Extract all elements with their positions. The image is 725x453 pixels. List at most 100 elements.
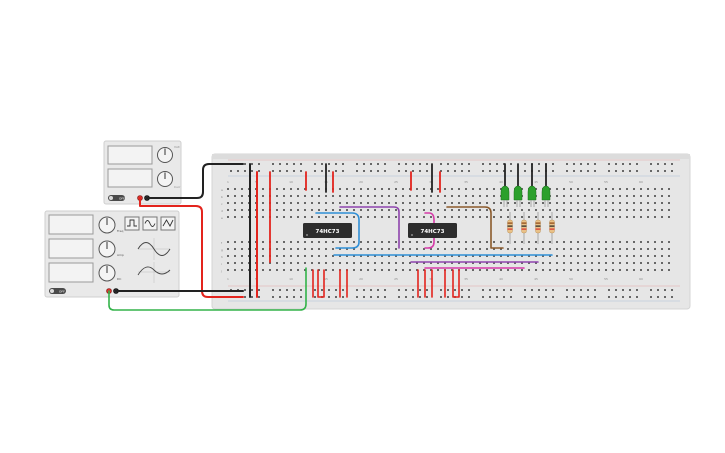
breadboard-hole[interactable] [346,202,348,204]
breadboard-hole[interactable] [276,216,278,218]
breadboard-hole[interactable] [279,289,281,291]
breadboard-hole[interactable] [587,296,589,298]
breadboard-hole[interactable] [234,216,236,218]
breadboard-hole[interactable] [647,241,649,243]
breadboard-hole[interactable] [668,202,670,204]
breadboard-hole[interactable] [612,216,614,218]
breadboard-hole[interactable] [524,163,526,165]
breadboard-hole[interactable] [493,202,495,204]
breadboard-hole[interactable] [605,188,607,190]
breadboard-hole[interactable] [587,163,589,165]
breadboard-hole[interactable] [521,241,523,243]
breadboard-hole[interactable] [458,248,460,250]
breadboard-hole[interactable] [353,188,355,190]
breadboard-hole[interactable] [262,255,264,257]
breadboard-hole[interactable] [328,163,330,165]
breadboard-hole[interactable] [542,241,544,243]
breadboard-hole[interactable] [353,195,355,197]
breadboard-hole[interactable] [629,296,631,298]
breadboard-hole[interactable] [489,163,491,165]
breadboard-hole[interactable] [489,170,491,172]
breadboard-hole[interactable] [570,202,572,204]
breadboard-hole[interactable] [503,163,505,165]
breadboard-hole[interactable] [311,216,313,218]
breadboard-hole[interactable] [398,296,400,298]
breadboard-hole[interactable] [472,262,474,264]
breadboard-hole[interactable] [647,216,649,218]
breadboard-hole[interactable] [360,248,362,250]
breadboard-hole[interactable] [668,262,670,264]
breadboard-hole[interactable] [304,241,306,243]
breadboard-hole[interactable] [283,195,285,197]
breadboard-hole[interactable] [360,188,362,190]
breadboard-hole[interactable] [507,248,509,250]
breadboard-hole[interactable] [458,216,460,218]
breadboard-hole[interactable] [514,248,516,250]
breadboard-hole[interactable] [440,289,442,291]
breadboard-hole[interactable] [472,255,474,257]
breadboard-hole[interactable] [510,289,512,291]
breadboard-hole[interactable] [367,269,369,271]
breadboard-hole[interactable] [566,289,568,291]
breadboard-hole[interactable] [664,296,666,298]
breadboard-hole[interactable] [227,269,229,271]
breadboard-hole[interactable] [423,188,425,190]
breadboard-hole[interactable] [556,216,558,218]
breadboard-hole[interactable] [283,209,285,211]
breadboard-hole[interactable] [374,209,376,211]
breadboard-hole[interactable] [388,241,390,243]
breadboard-hole[interactable] [531,296,533,298]
breadboard-hole[interactable] [629,163,631,165]
breadboard-hole[interactable] [584,262,586,264]
breadboard-hole[interactable] [535,188,537,190]
breadboard-hole[interactable] [461,289,463,291]
breadboard-hole[interactable] [612,262,614,264]
breadboard-hole[interactable] [328,170,330,172]
breadboard-hole[interactable] [598,262,600,264]
breadboard-hole[interactable] [276,195,278,197]
breadboard-hole[interactable] [654,255,656,257]
breadboard-hole[interactable] [479,202,481,204]
breadboard-hole[interactable] [227,202,229,204]
breadboard-hole[interactable] [545,289,547,291]
breadboard-hole[interactable] [276,255,278,257]
breadboard-hole[interactable] [269,262,271,264]
breadboard-hole[interactable] [556,188,558,190]
breadboard-hole[interactable] [615,296,617,298]
breadboard-hole[interactable] [605,262,607,264]
breadboard-hole[interactable] [626,241,628,243]
breadboard-hole[interactable] [297,248,299,250]
breadboard-hole[interactable] [381,188,383,190]
breadboard-hole[interactable] [521,202,523,204]
breadboard-hole[interactable] [437,202,439,204]
breadboard-hole[interactable] [619,241,621,243]
breadboard-hole[interactable] [311,209,313,211]
breadboard-hole[interactable] [346,209,348,211]
breadboard-hole[interactable] [241,255,243,257]
breadboard-hole[interactable] [640,188,642,190]
breadboard-hole[interactable] [402,269,404,271]
breadboard-hole[interactable] [318,216,320,218]
breadboard-hole[interactable] [654,216,656,218]
breadboard-hole[interactable] [479,209,481,211]
breadboard-hole[interactable] [272,163,274,165]
breadboard-hole[interactable] [388,262,390,264]
breadboard-hole[interactable] [444,202,446,204]
breadboard-hole[interactable] [612,202,614,204]
breadboard-hole[interactable] [234,269,236,271]
breadboard-hole[interactable] [279,170,281,172]
breadboard-hole[interactable] [402,202,404,204]
breadboard-hole[interactable] [227,255,229,257]
breadboard-hole[interactable] [363,296,365,298]
breadboard-hole[interactable] [503,289,505,291]
breadboard-hole[interactable] [633,241,635,243]
breadboard-hole[interactable] [619,248,621,250]
breadboard-hole[interactable] [496,170,498,172]
breadboard-hole[interactable] [668,269,670,271]
breadboard-hole[interactable] [514,202,516,204]
breadboard-hole[interactable] [311,202,313,204]
breadboard-hole[interactable] [552,289,554,291]
breadboard-hole[interactable] [430,248,432,250]
breadboard-hole[interactable] [598,195,600,197]
